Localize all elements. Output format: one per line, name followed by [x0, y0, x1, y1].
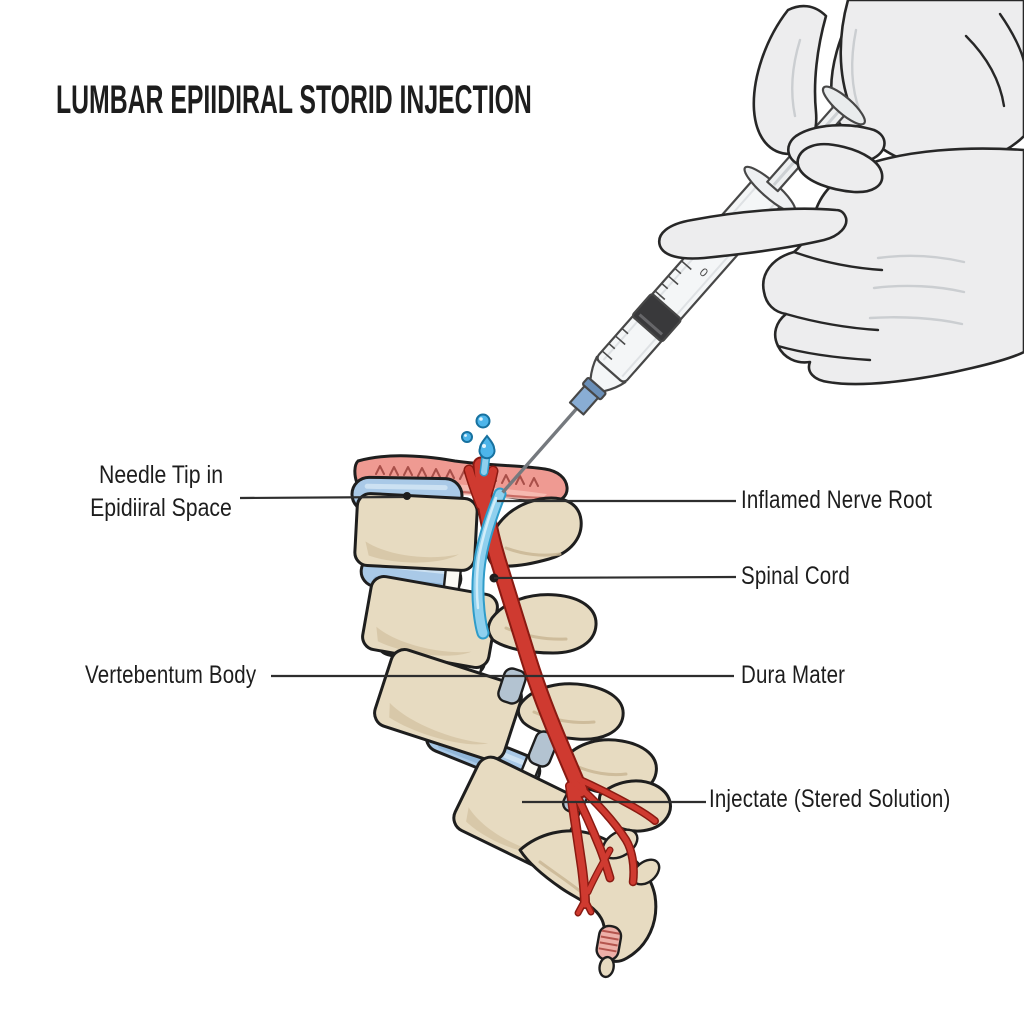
label-needle-tip-line1: Needle Tip in [98, 461, 224, 489]
needle [501, 396, 588, 494]
label-needle-tip-line2: Epidiiral Space [90, 494, 232, 522]
label-dura-mater: Dura Mater [741, 661, 846, 689]
label-injectate: Injectate (Stered Solution) [709, 785, 951, 813]
plunger-thumb-rest [821, 85, 866, 126]
label-vertebral-body: Vertebentum Body [85, 661, 257, 689]
label-needle-tip: Needle Tip in Epidiiral Space [72, 459, 251, 525]
lower-hand-fist [761, 147, 1024, 386]
coccyx [595, 924, 623, 979]
lower-hand-index-finger [657, 207, 848, 260]
leader-needle-tip [239, 495, 405, 500]
droplets [461, 413, 496, 460]
lower-hand-thumb [796, 142, 884, 194]
leader-spinal-cord [493, 575, 737, 580]
vertebral-bones [353, 492, 672, 963]
sacrum [518, 828, 661, 963]
spine-lateral-view [350, 413, 672, 979]
label-inflamed-nerve-root: Inflamed Nerve Root [741, 486, 933, 514]
glove-hand-upper-back [829, 0, 1024, 168]
graduation-ticks [595, 252, 695, 365]
vertebral-body-1 [353, 492, 479, 572]
plunger-stopper [631, 293, 682, 343]
page-title: LUMBAR EPIIDIRAL STORID INJECTION [56, 78, 532, 122]
glove-hands-front [657, 4, 1024, 386]
vertebral-body-3 [373, 648, 523, 762]
label-spinal-cord: Spinal Cord [741, 562, 850, 590]
leader-lines [239, 492, 737, 804]
